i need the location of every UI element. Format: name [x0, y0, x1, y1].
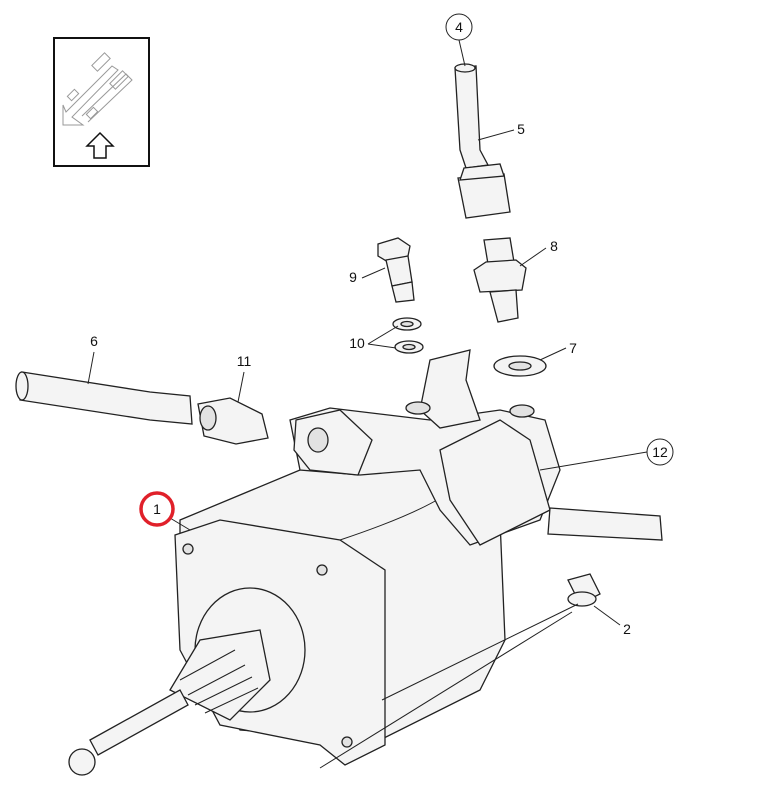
up-arrow-icon — [85, 131, 115, 159]
leader-lines — [87, 39, 648, 769]
callout-7: 7 — [569, 340, 577, 356]
callout-2: 2 — [623, 621, 631, 637]
callout-8: 8 — [550, 238, 558, 254]
callout-5: 5 — [517, 121, 525, 137]
callout-12: 12 — [652, 444, 668, 460]
callout-4: 4 — [455, 19, 463, 35]
orientation-arrow-icon — [62, 52, 133, 126]
callout-10: 10 — [349, 335, 365, 351]
orientation-inset — [53, 37, 150, 167]
callout-11: 11 — [237, 353, 252, 369]
callout-9: 9 — [349, 269, 357, 285]
callout-1: 1 — [153, 501, 161, 517]
callout-6: 6 — [90, 333, 98, 349]
highlight-ring — [139, 491, 175, 527]
